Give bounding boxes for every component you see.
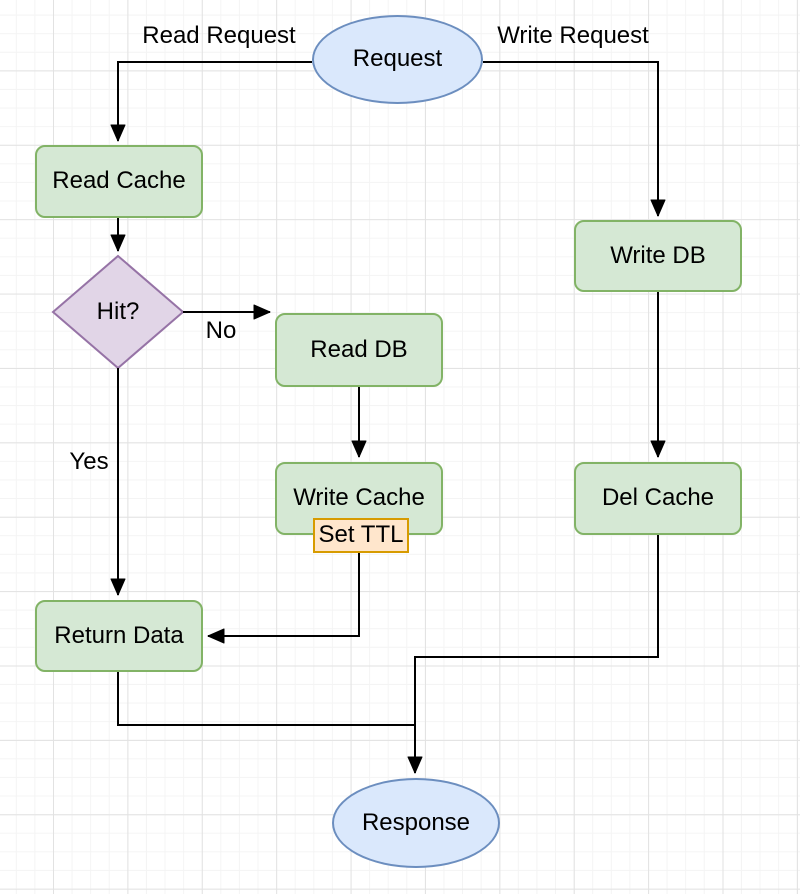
node-set-ttl-label: Set TTL: [318, 521, 404, 549]
edge-request-write-db[interactable]: [483, 61, 666, 217]
node-read-db[interactable]: Read DB: [275, 313, 443, 387]
edge-label-yes[interactable]: Yes: [69, 447, 109, 475]
node-read-cache-label: Read Cache: [52, 167, 186, 195]
edge-label-no[interactable]: No: [205, 316, 237, 344]
node-del-cache-label: Del Cache: [601, 484, 715, 512]
node-read-db-label: Read DB: [310, 335, 408, 363]
edge-del-cache-response[interactable]: [407, 535, 659, 774]
node-hit[interactable]: Hit?: [53, 256, 183, 368]
edge-return-data-junction[interactable]: [117, 672, 416, 726]
node-response-label: Response: [361, 808, 471, 836]
node-return-data-label: Return Data: [54, 621, 184, 649]
node-request[interactable]: Request: [312, 15, 483, 104]
edge-request-read-cache[interactable]: [110, 61, 312, 142]
node-write-db-label: Write DB: [610, 241, 706, 269]
edge-label-read-request[interactable]: Read Request: [142, 21, 296, 49]
node-write-db[interactable]: Write DB: [574, 220, 742, 292]
node-write-cache-label: Write Cache: [293, 484, 425, 512]
node-response[interactable]: Response: [332, 778, 500, 868]
node-read-cache[interactable]: Read Cache: [35, 145, 203, 218]
node-return-data[interactable]: Return Data: [35, 600, 203, 672]
edge-label-write-request[interactable]: Write Request: [497, 21, 649, 49]
node-set-ttl[interactable]: Set TTL: [313, 518, 409, 553]
node-del-cache[interactable]: Del Cache: [574, 462, 742, 535]
node-hit-label: Hit?: [96, 297, 140, 325]
node-request-label: Request: [352, 45, 443, 73]
